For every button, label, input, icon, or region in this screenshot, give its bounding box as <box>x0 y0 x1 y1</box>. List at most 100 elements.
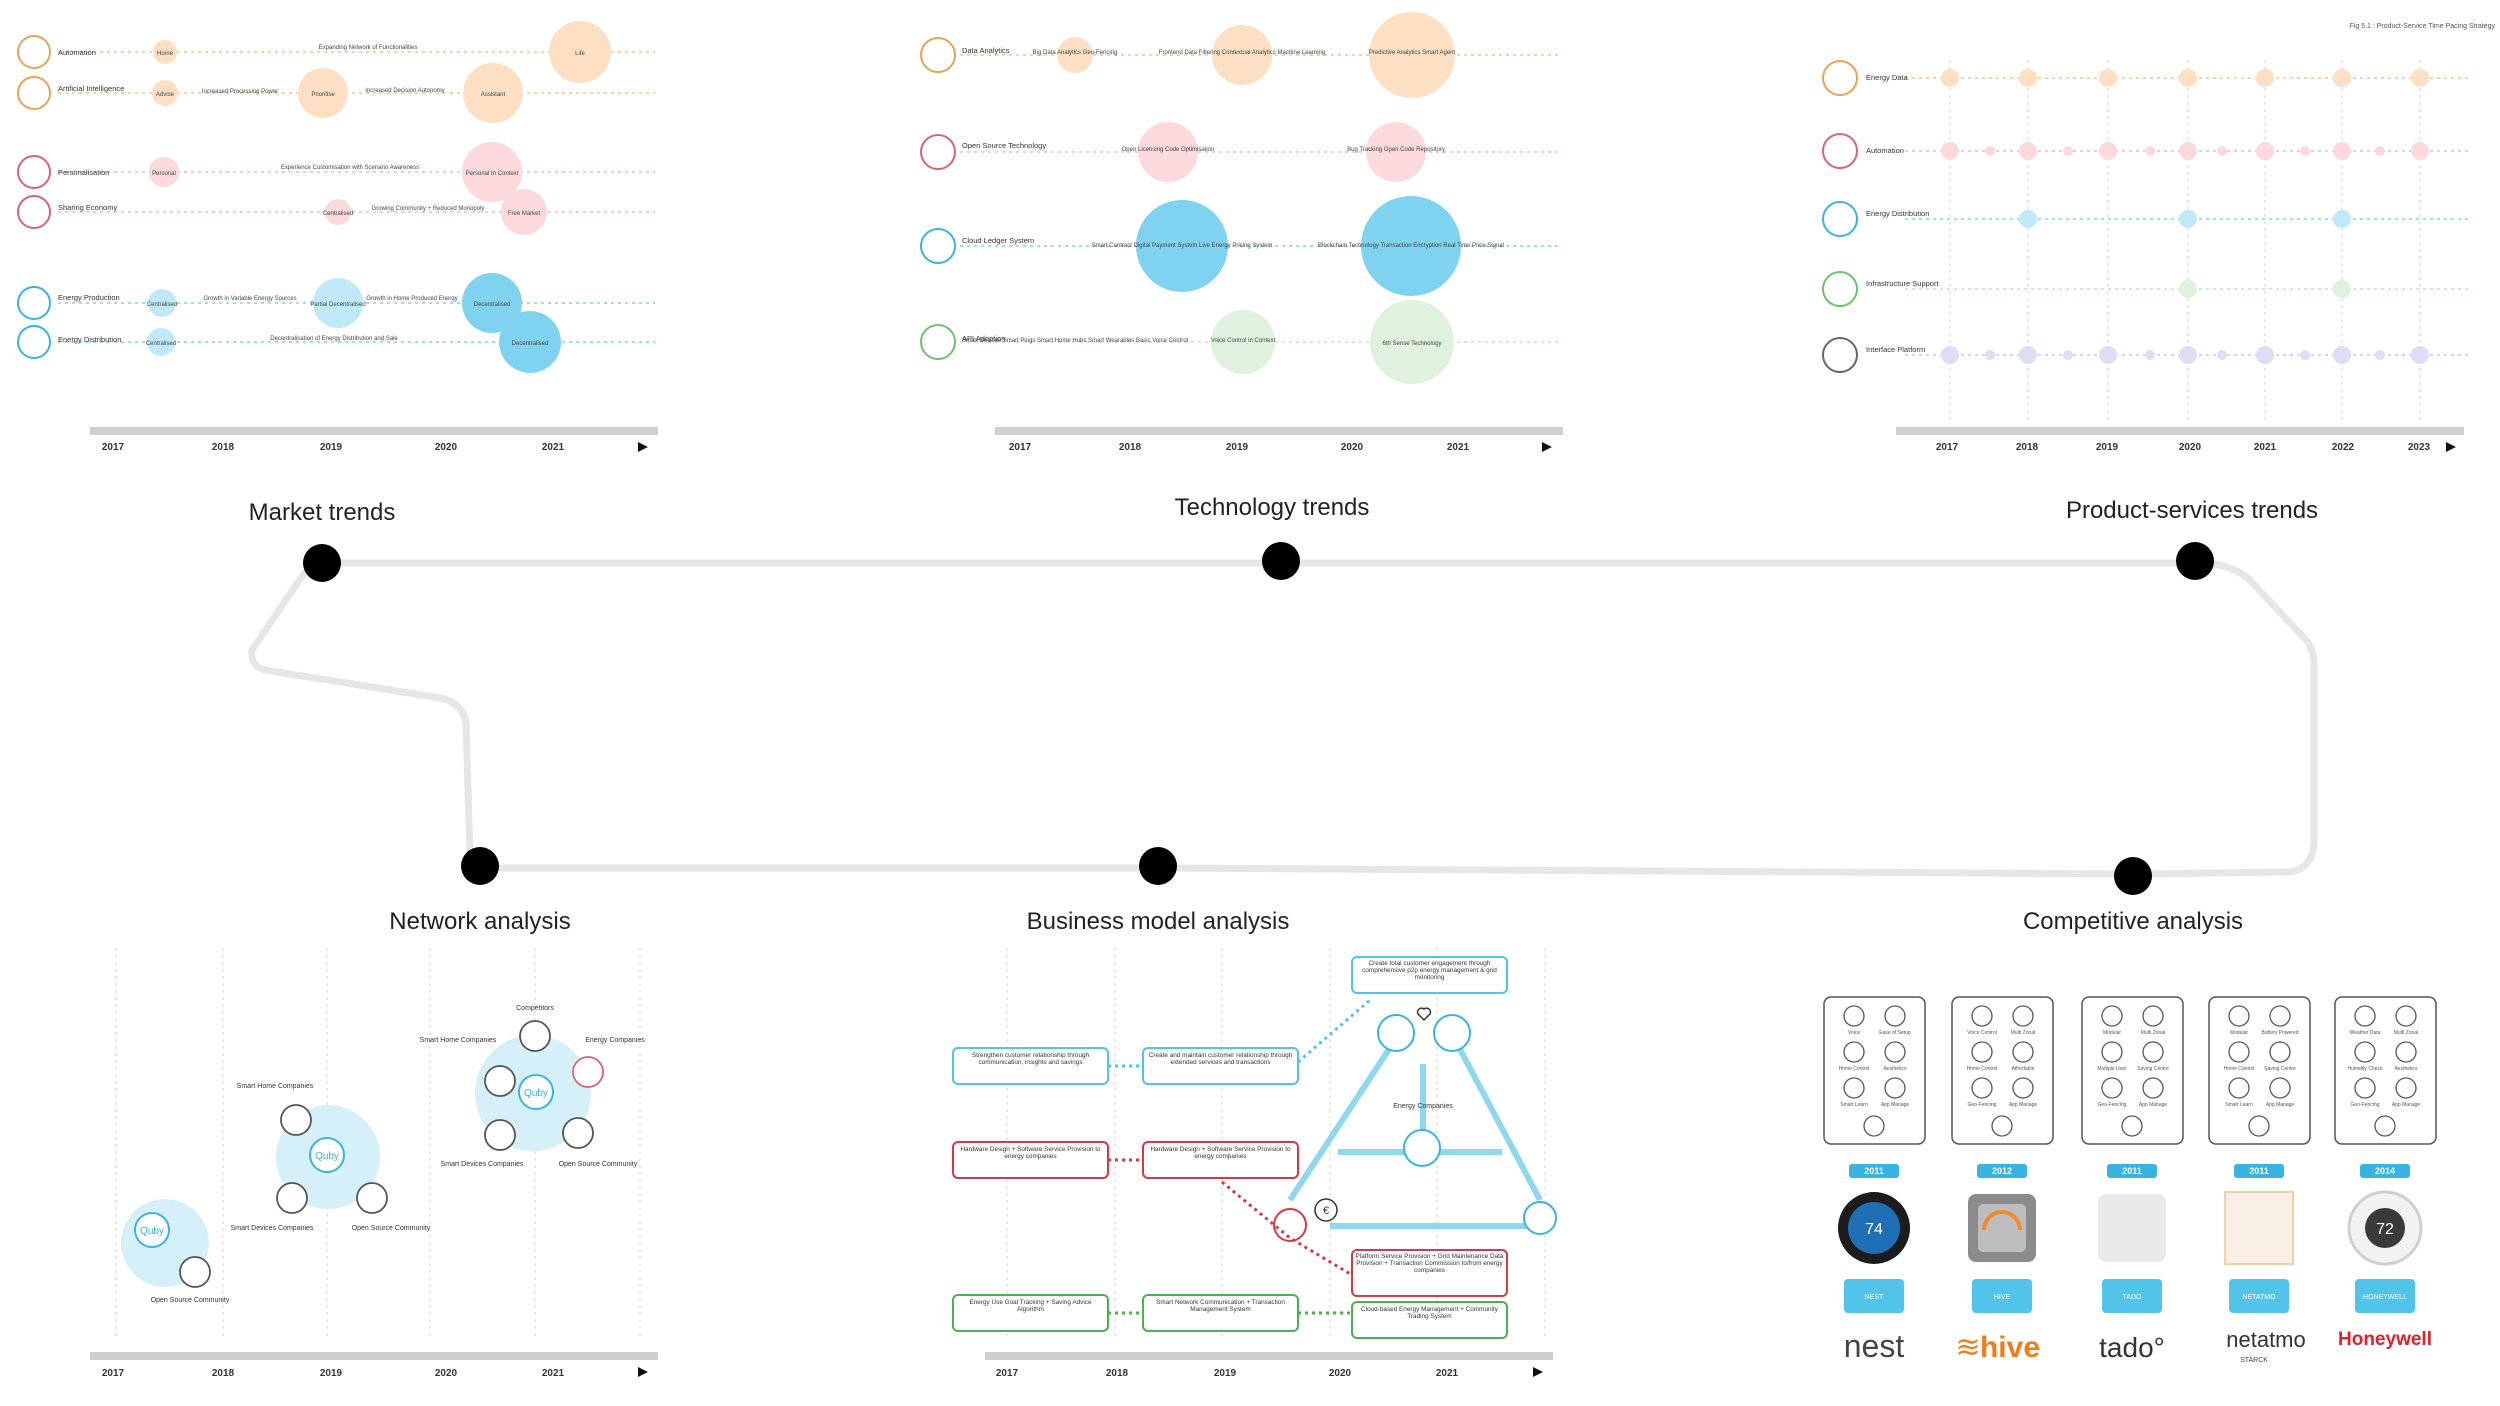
bm-box-text: Cloud-based Energy Management + Communit… <box>1361 1306 1498 1320</box>
feature-icon <box>1971 1041 1993 1063</box>
event-label: Increased Decision Autonomy <box>365 88 444 94</box>
hive-logo: hive <box>1980 1331 2040 1364</box>
milestone-competitive[interactable] <box>2114 857 2152 895</box>
hive-mark-icon: ≋ <box>1955 1331 1980 1364</box>
feature-icon <box>2142 1077 2164 1099</box>
milestone-product[interactable] <box>2176 542 2214 580</box>
feature-label: Ease of Setup <box>1879 1030 1911 1036</box>
product-tag: TADO <box>2123 1294 2142 1301</box>
milestone-business[interactable] <box>1139 847 1177 885</box>
feature-icon <box>1843 1005 1865 1027</box>
section-title-network: Network analysis <box>389 908 570 935</box>
smart-devices-node-icon <box>484 1119 516 1151</box>
bm-box-blue[interactable] <box>1142 1047 1299 1085</box>
event-label: Advise <box>156 92 175 98</box>
product-card-nest[interactable]: 2011 74 NEST nest <box>1823 996 1926 1364</box>
feature-label: Multi Zonal <box>2141 1030 2165 1036</box>
section-title-competitive: Competitive analysis <box>2023 908 2243 935</box>
tado-logo: tado° <box>2099 1332 2165 1363</box>
year-label: 2021 <box>542 442 565 453</box>
feature-icon <box>1971 1077 1993 1099</box>
data-analytics-icon <box>920 37 956 73</box>
community-icon <box>1433 1014 1471 1052</box>
feature-icon <box>2012 1041 2034 1063</box>
bm-box-text: Hardware Design + Software Service Provi… <box>960 1146 1101 1160</box>
netatmo-subbrand: STARCK <box>2240 1357 2268 1364</box>
feature-label: Aesthetics <box>2394 1066 2418 1072</box>
feature-label: App Manage <box>2009 1102 2038 1108</box>
product-tag: HONEYWELL <box>2363 1294 2407 1301</box>
center-label: Energy Companies <box>1393 1103 1453 1110</box>
event-label: Expanding Network of Functionalities <box>319 45 418 51</box>
product-card-tado[interactable]: 2011 TADO tado° <box>2081 996 2184 1363</box>
bm-box-blue[interactable] <box>952 1047 1109 1085</box>
year-label: 2018 <box>1106 1368 1129 1379</box>
timeline-bar <box>90 427 658 435</box>
bm-box-red[interactable] <box>1351 1249 1508 1297</box>
event-label: Centralised <box>147 302 177 308</box>
year-badge: 2012 <box>1992 1166 2012 1176</box>
infrastructure-icon <box>1822 271 1858 307</box>
bm-box-text: Create and maintain customer relationshi… <box>1148 1052 1293 1066</box>
feature-icon <box>2354 1041 2376 1063</box>
bm-box-red[interactable] <box>952 1141 1109 1179</box>
year-label: 2021 <box>1447 442 1470 453</box>
milestone-technology[interactable] <box>1262 542 1300 580</box>
timeline-bar <box>90 1352 658 1360</box>
interface-icon <box>1822 337 1858 373</box>
bm-box-text: Platform Service Provision + Grid Mainte… <box>1355 1253 1504 1274</box>
milestone-network[interactable] <box>461 847 499 885</box>
technology-trends-panel: Data Analytics Open Source Technology Cl… <box>920 12 1563 453</box>
product-trends-panel: Fig 5.1 : Product-Service Time Pacing St… <box>1822 23 2495 453</box>
node-label: Smart Home Companies <box>420 1037 497 1044</box>
sharing-icon <box>17 195 51 229</box>
year-badge: 2011 <box>2122 1166 2142 1176</box>
feature-icon <box>1884 1005 1906 1027</box>
netatmo-logo: netatmo <box>2226 1327 2306 1352</box>
product-card-honeywell[interactable]: 2014 72 HONEYWELL Honeywell <box>2334 996 2437 1350</box>
feature-label: Home Control <box>1839 1066 1870 1072</box>
product-card-netatmo[interactable]: 2011 NETATMO netatmo STARCK <box>2208 996 2311 1364</box>
feature-label: Saving Centre <box>2264 1066 2296 1072</box>
node-label: Smart Devices Companies <box>441 1161 524 1168</box>
open-source-node-icon <box>356 1182 388 1214</box>
bm-box-green[interactable] <box>1142 1294 1299 1332</box>
event-label: Smart Devices Smart Plugs Smart Home Hub… <box>962 338 1188 344</box>
feature-label: App Manage <box>2139 1102 2168 1108</box>
automation-icon <box>1822 133 1858 169</box>
energy-companies-node-icon <box>572 1056 604 1088</box>
cloud-icon <box>1523 1201 1557 1235</box>
feature-icon <box>1884 1077 1906 1099</box>
bm-box-green[interactable] <box>952 1294 1109 1332</box>
node-label: Competitors <box>516 1005 554 1012</box>
row-label: Automation <box>1866 146 1904 155</box>
event-label: Assistant <box>481 92 506 98</box>
bm-box-text: Create total customer engagement through… <box>1362 960 1497 981</box>
feature-label: Weather Data <box>2350 1030 2381 1036</box>
product-card-hive[interactable]: 2012 HIVE hive ≋ <box>1951 996 2054 1364</box>
year-label: 2019 <box>2096 442 2119 453</box>
year-label: 2017 <box>102 1368 125 1379</box>
bm-box-red[interactable] <box>1142 1141 1299 1179</box>
bm-box-text: Hardware Design + Software Service Provi… <box>1150 1146 1291 1160</box>
milestone-market[interactable] <box>303 544 341 582</box>
cloud-ledger-icon <box>920 228 956 264</box>
open-source-node-icon <box>179 1256 211 1288</box>
year-label: 2020 <box>1329 1368 1352 1379</box>
row-label: Personalisation <box>58 168 109 177</box>
feature-icon <box>2101 1041 2123 1063</box>
year-label: 2019 <box>1226 442 1249 453</box>
feature-label: Affordable <box>2012 1066 2035 1072</box>
event-label: Growth in Variable Energy Sources <box>203 296 296 302</box>
bm-box-blue[interactable] <box>1351 956 1508 994</box>
feature-icon <box>1971 1005 1993 1027</box>
year-label: 2020 <box>1341 442 1364 453</box>
event-label: Free Market <box>508 211 541 217</box>
feature-icon <box>2142 1005 2164 1027</box>
bm-box-green[interactable] <box>1351 1301 1508 1339</box>
year-label: 2018 <box>1119 442 1142 453</box>
thermostat-display: 74 <box>1865 1221 1883 1238</box>
timeline-bar <box>1896 427 2464 435</box>
thermostat-display: 72 <box>2376 1221 2394 1238</box>
quby-label: Quby <box>524 1088 548 1099</box>
